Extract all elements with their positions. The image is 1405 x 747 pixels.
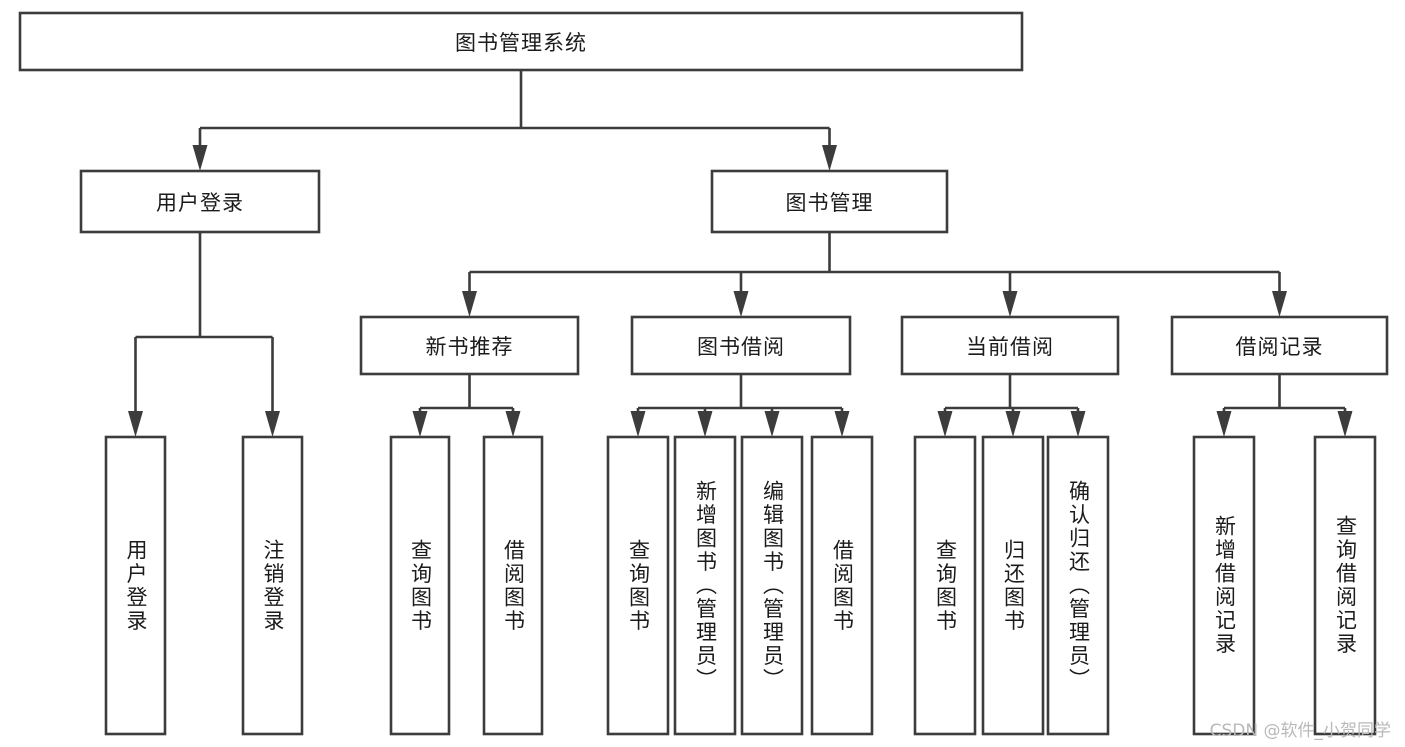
arrow-head-leaf-query-record [1337,411,1353,437]
arrow-head-leaf-borrow-book-rec [505,411,521,437]
node-box-layer [18,11,1389,736]
arrow-head-leaf-query-book-rec [412,411,428,437]
arrow-head-book-manage [822,145,837,171]
arrow-head-leaf-borrow-book [834,411,850,437]
arrow-head-borrow-record [1272,291,1287,317]
node-new-book-rec[interactable] [359,315,580,376]
arrow-head-leaf-edit-book [764,411,780,437]
node-book-manage[interactable] [710,169,949,234]
node-leaf-query-book-rec[interactable] [389,435,451,736]
node-leaf-query-book-cur[interactable] [913,435,977,736]
node-leaf-user-login[interactable] [104,435,167,736]
arrow-head-leaf-confirm-return [1070,411,1086,437]
arrow-head-leaf-user-logout [265,411,280,437]
arrow-head-book-borrow [733,291,749,317]
node-leaf-add-record[interactable] [1192,435,1256,736]
node-current-borrow[interactable] [900,315,1120,376]
arrow-head-current-borrow [1002,291,1018,317]
arrow-head-leaf-add-book [697,411,713,437]
node-borrow-record[interactable] [1170,315,1389,376]
node-leaf-edit-book[interactable] [740,435,804,736]
node-book-borrow[interactable] [630,315,852,376]
arrow-head-leaf-query-book-cur [937,411,953,437]
connector-layer [128,70,1353,437]
node-leaf-add-book[interactable] [673,435,737,736]
node-leaf-borrow-book[interactable] [810,435,874,736]
arrow-head-new-book-rec [462,291,477,317]
node-root[interactable] [18,11,1024,72]
node-leaf-query-record[interactable] [1313,435,1377,736]
arrow-head-leaf-user-login [128,411,143,437]
node-leaf-borrow-book-rec[interactable] [482,435,544,736]
arrow-head-leaf-add-record [1216,411,1232,437]
arrow-head-leaf-return-book [1005,411,1021,437]
node-user-login[interactable] [79,169,321,234]
node-leaf-confirm-return[interactable] [1046,435,1110,736]
arrow-head-user-login [192,145,208,171]
node-leaf-user-logout[interactable] [241,435,304,736]
node-leaf-return-book[interactable] [981,435,1045,736]
node-leaf-query-book[interactable] [606,435,670,736]
arrow-head-leaf-query-book [630,411,646,437]
